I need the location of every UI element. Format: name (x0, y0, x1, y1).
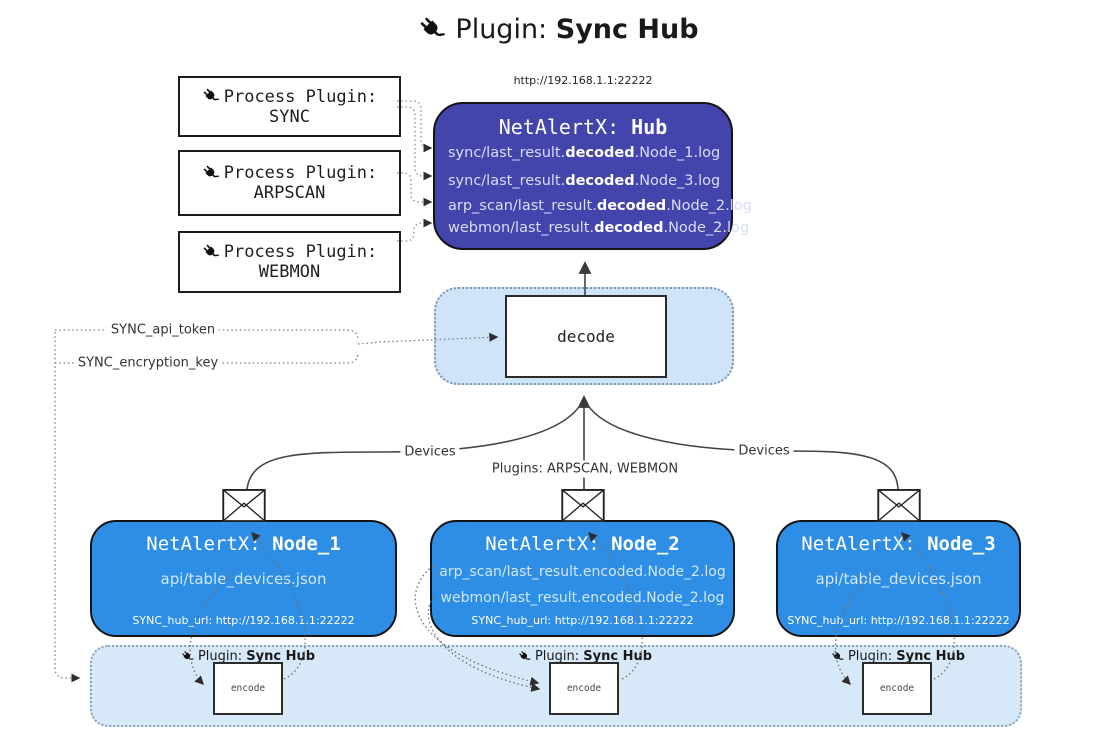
hub-log-line: webmon/last_result.decoded.Node_2.log (448, 220, 750, 236)
hub-log-line: arp_scan/last_result.decoded.Node_2.log (448, 198, 752, 214)
sync-api-token-label: SYNC_api_token (106, 321, 220, 339)
node-file: api/table_devices.json (815, 570, 982, 588)
plug-icon (182, 650, 194, 660)
process-plugin-label: Process Plugin: (223, 86, 378, 107)
process-plugin-label: Process Plugin: (223, 242, 378, 262)
diagram-title: Plugin: Sync Hub (0, 14, 1117, 45)
node-3-box: NetAlertX: Node_3 api/table_devices.json… (776, 520, 1021, 637)
devices-label-right: Devices (734, 442, 794, 460)
plug-icon (832, 650, 844, 660)
envelope-icon (561, 489, 605, 522)
node-title: NetAlertX: Node_2 (485, 533, 680, 555)
node-file: api/table_devices.json (160, 570, 327, 588)
decode-box: decode (505, 295, 667, 378)
hub-title: NetAlertX: Hub (498, 115, 668, 139)
plug-icon (421, 17, 446, 36)
process-plugin-name: WEBMON (258, 262, 321, 282)
hub-log-line: sync/last_result.decoded.Node_1.log (448, 145, 721, 161)
hub-url: http://192.168.1.1:22222 (513, 74, 653, 87)
node-file: arp_scan/last_result.encoded.Node_2.log (439, 564, 726, 580)
node-footer: SYNC_hub_url: http://192.168.1.1:22222 (471, 614, 694, 627)
node-file: webmon/last_result.encoded.Node_2.log (440, 590, 725, 606)
node-footer: SYNC_hub_url: http://192.168.1.1:22222 (787, 614, 1010, 627)
encode-box: encode (862, 662, 932, 715)
plugins-label: Plugins: ARPSCAN, WEBMON (487, 460, 683, 478)
process-plugin-name: SYNC (269, 106, 310, 127)
page-title: Plugin: Sync Hub (455, 14, 699, 45)
process-plugin-sync: Process Plugin: SYNC (178, 76, 401, 137)
process-plugin-webmon: Process Plugin: WEBMON (178, 231, 401, 293)
sync-encryption-key-label: SYNC_encryption_key (73, 354, 223, 372)
envelope-icon (222, 489, 266, 522)
node-2-box: NetAlertX: Node_2 arp_scan/last_result.e… (430, 520, 735, 637)
devices-label-left: Devices (400, 443, 460, 461)
plug-icon (203, 165, 219, 177)
hub-box: NetAlertX: Hub sync/last_result.decoded.… (433, 102, 752, 250)
plug-icon (203, 244, 219, 256)
process-plugin-name: ARPSCAN (253, 183, 326, 203)
hub-log-line: sync/last_result.decoded.Node_3.log (448, 173, 721, 189)
node-footer: SYNC_hub_url: http://192.168.1.1:22222 (132, 614, 355, 627)
encode-box: encode (213, 662, 283, 715)
encode-box: encode (549, 662, 619, 715)
node-title: NetAlertX: Node_1 (146, 533, 341, 555)
envelope-icon (877, 489, 921, 522)
node-title: NetAlertX: Node_3 (801, 533, 996, 555)
process-plugin-label: Process Plugin: (223, 163, 378, 183)
plug-icon (203, 88, 219, 101)
plug-icon (519, 650, 531, 660)
process-plugin-arpscan: Process Plugin: ARPSCAN (178, 150, 401, 216)
node-1-box: NetAlertX: Node_1 api/table_devices.json… (90, 520, 397, 637)
